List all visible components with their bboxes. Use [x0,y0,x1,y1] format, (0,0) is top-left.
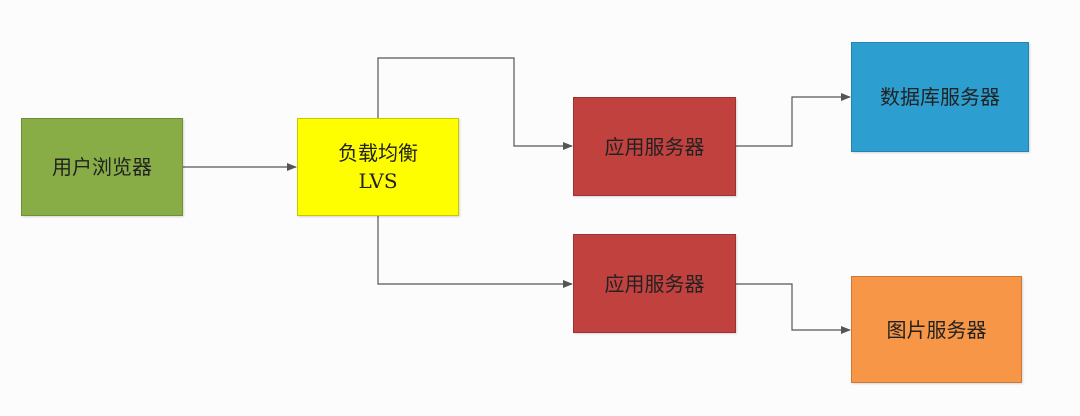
browser-node: 用户浏览器 [21,118,183,216]
connector-lvs-to-app-server-1 [377,57,573,150]
browser-node-label: 用户浏览器 [52,155,152,179]
database-server-label: 数据库服务器 [880,85,1000,109]
app-server-node-2: 应用服务器 [573,234,736,333]
connector-lvs-to-app-server-2 [377,216,573,288]
load-balancer-node: 负载均衡 LVS [297,118,459,216]
connector-app-server-2-to-image-server [736,283,851,334]
connector-app-server-1-to-db-server [736,93,851,147]
load-balancer-sublabel: LVS [358,169,398,193]
image-server-node: 图片服务器 [851,276,1022,383]
app-server-2-label: 应用服务器 [604,271,705,296]
load-balancer-label: 负载均衡 [338,141,418,165]
database-server-node: 数据库服务器 [851,42,1029,152]
app-server-node-1: 应用服务器 [573,97,736,196]
image-server-label: 图片服务器 [886,317,987,342]
app-server-1-label: 应用服务器 [604,134,705,159]
